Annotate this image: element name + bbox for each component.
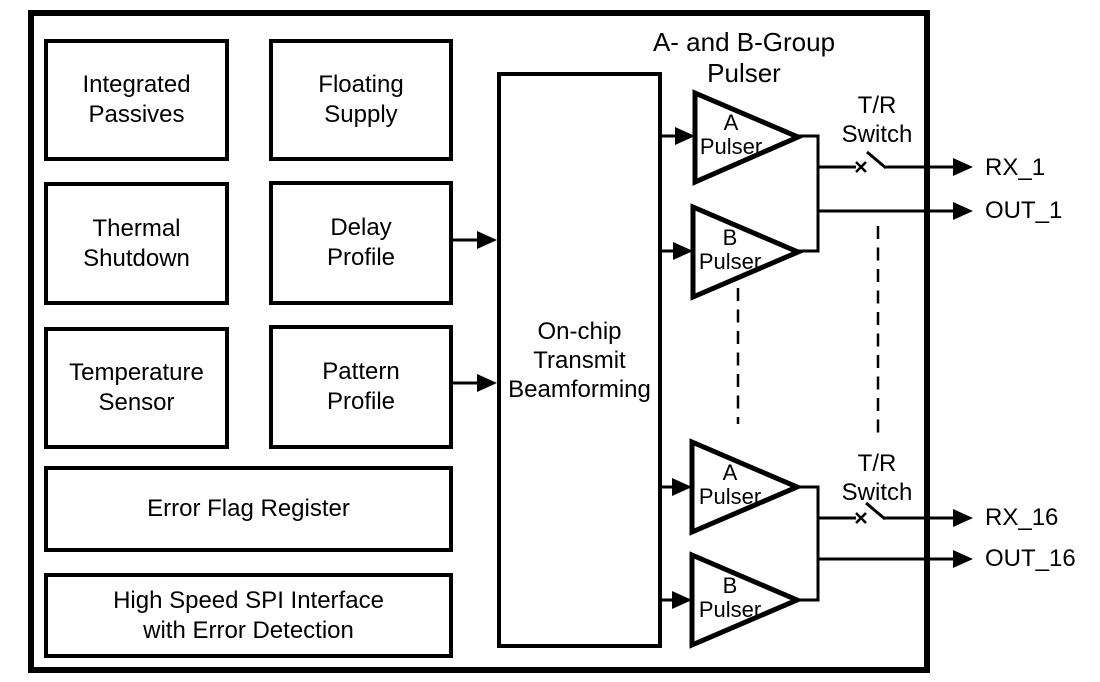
block-label: Integrated Passives xyxy=(82,71,191,128)
block-label: On-chip Transmit Beamforming xyxy=(508,317,651,403)
arrowhead-icon xyxy=(953,202,973,220)
block-integrated-passives: Integrated Passives xyxy=(44,39,229,161)
block-label: Thermal Shutdown xyxy=(83,214,190,272)
block-floating-supply: Floating Supply xyxy=(269,39,453,161)
block-label: Delay Profile xyxy=(326,214,396,271)
block-spi-interface: High Speed SPI Interface with Error Dete… xyxy=(44,573,453,658)
port-label-out16: OUT_16 xyxy=(985,545,1076,572)
block-error-flag-register: Error Flag Register xyxy=(44,466,453,552)
block-beamforming: On-chip Transmit Beamforming xyxy=(497,72,662,648)
tr-switch-label-channel16: T/R Switch xyxy=(841,450,913,506)
block-label: High Speed SPI Interface with Error Dete… xyxy=(113,586,384,644)
pulser-group-title: A- and B-Group Pulser xyxy=(652,27,836,88)
block-label: Error Flag Register xyxy=(147,495,350,522)
arrowhead-icon xyxy=(953,509,973,527)
block-pattern-profile: Pattern Profile xyxy=(269,325,453,449)
arrowhead-icon xyxy=(953,158,973,176)
block-label: Pattern Profile xyxy=(322,358,400,415)
block-label: Floating Supply xyxy=(318,71,404,128)
port-label-rx1: RX_1 xyxy=(985,154,1046,181)
block-thermal-shutdown: Thermal Shutdown xyxy=(44,182,229,305)
block-label: Temperature Sensor xyxy=(69,359,204,416)
block-temperature-sensor: Temperature Sensor xyxy=(44,327,229,449)
arrowhead-icon xyxy=(953,550,973,568)
block-delay-profile: Delay Profile xyxy=(269,181,453,305)
tr-switch-label-channel1: T/R Switch xyxy=(841,92,913,148)
port-label-rx16: RX_16 xyxy=(985,504,1059,531)
port-label-out1: OUT_1 xyxy=(985,197,1063,224)
